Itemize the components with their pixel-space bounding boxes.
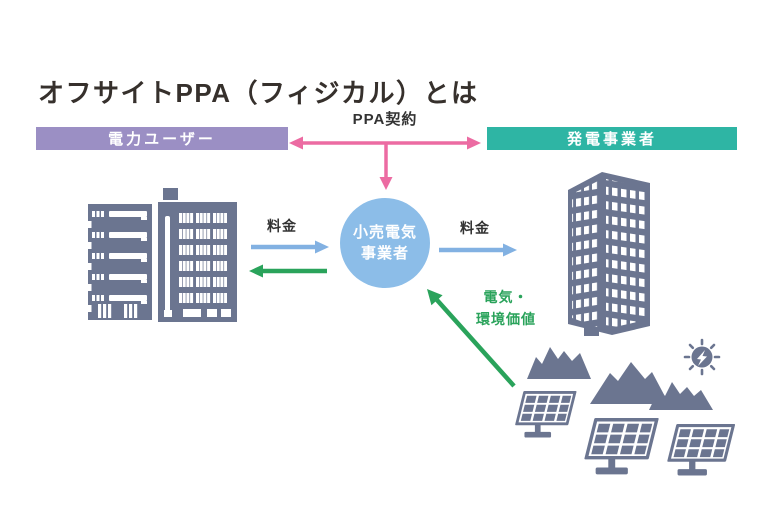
sun-energy-icon [683,338,721,376]
fee-arrow-left [251,240,329,254]
fee-label-right: 料金 [460,220,490,236]
electricity-value-line2: 環境価値 [476,311,536,328]
fee-arrow-right [439,243,517,257]
mountains-icon [527,347,713,410]
solar-panel-icon [667,424,736,476]
banner-electricity-user-label: 電力ユーザー [108,131,216,148]
electricity-value-label: 電気・ 環境価値 [456,286,556,331]
electricity-value-arrow [427,289,516,388]
city-buildings-icon [88,188,237,322]
banner-power-producer-label: 発電事業者 [566,131,657,148]
retail-electricity-circle: 小売電気 事業者 [340,198,430,288]
solar-panel-icon [584,418,659,475]
electricity-value-line1: 電気・ [483,289,529,305]
office-tower-icon [568,172,650,336]
page-title: オフサイトPPA（フィジカル）とは [38,78,479,109]
banner-electricity-user: 電力ユーザー [36,127,288,150]
banner-power-producer: 発電事業者 [487,127,737,150]
ppa-contract-arrow [289,136,481,190]
electricity-arrow-left [249,264,327,278]
fee-label-left: 料金 [267,218,297,234]
solar-panel-icon [514,391,577,438]
retail-circle-line2: 事業者 [360,245,409,262]
ppa-contract-label: PPA契約 [352,111,418,128]
retail-circle-line1: 小売電気 [352,224,417,241]
